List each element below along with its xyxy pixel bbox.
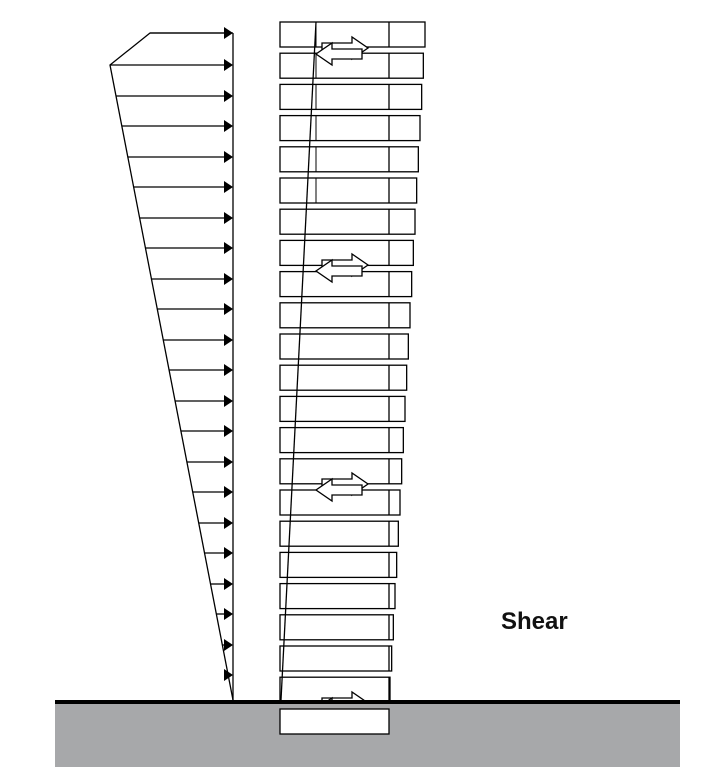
arrowhead bbox=[224, 364, 233, 376]
story-outer bbox=[279, 146, 419, 173]
arrowhead bbox=[224, 639, 233, 651]
story-outer bbox=[279, 582, 396, 610]
story-outer bbox=[279, 302, 411, 329]
story-outer bbox=[279, 520, 399, 547]
story-outer bbox=[279, 551, 398, 579]
double-arrow-icon bbox=[314, 252, 370, 284]
story-outer bbox=[279, 364, 408, 391]
arrowhead bbox=[224, 181, 233, 193]
arrowhead bbox=[224, 395, 233, 407]
story-outer bbox=[279, 614, 394, 641]
arrowhead bbox=[224, 547, 233, 559]
story-outer bbox=[279, 114, 421, 142]
arrowhead bbox=[224, 151, 233, 163]
lateral-load-diagram bbox=[109, 27, 234, 701]
arrowhead bbox=[224, 578, 233, 590]
double-arrow-icon bbox=[314, 35, 370, 67]
arrowhead bbox=[224, 517, 233, 529]
arrowhead bbox=[224, 59, 233, 71]
building-frame bbox=[279, 21, 426, 735]
shear-arrows bbox=[314, 35, 370, 722]
arrowhead bbox=[224, 334, 233, 346]
arrowhead bbox=[224, 486, 233, 498]
story-outer bbox=[279, 333, 409, 360]
left-arrow bbox=[314, 41, 363, 67]
deflection-line bbox=[280, 21, 317, 701]
story-outer bbox=[279, 645, 393, 672]
foundation-block bbox=[279, 708, 390, 735]
double-arrow-icon bbox=[314, 471, 370, 503]
arrowhead bbox=[224, 273, 233, 285]
story-outer bbox=[279, 208, 416, 235]
arrowhead bbox=[224, 669, 233, 681]
arrowhead bbox=[224, 212, 233, 224]
arrowhead bbox=[224, 608, 233, 620]
story-outer bbox=[279, 395, 406, 423]
arrowhead bbox=[224, 120, 233, 132]
left-arrow bbox=[314, 258, 363, 284]
ground bbox=[55, 700, 680, 767]
arrowhead bbox=[224, 27, 233, 39]
story-outer bbox=[279, 83, 423, 111]
arrowhead bbox=[224, 456, 233, 468]
arrowhead bbox=[224, 303, 233, 315]
arrowhead bbox=[224, 242, 233, 254]
load-envelope bbox=[109, 32, 234, 701]
story-outer bbox=[279, 177, 418, 204]
arrowhead bbox=[224, 90, 233, 102]
story-outer bbox=[279, 426, 404, 454]
arrowhead bbox=[224, 425, 233, 437]
left-arrow bbox=[314, 477, 363, 503]
diagram-caption: Shear bbox=[501, 608, 568, 635]
